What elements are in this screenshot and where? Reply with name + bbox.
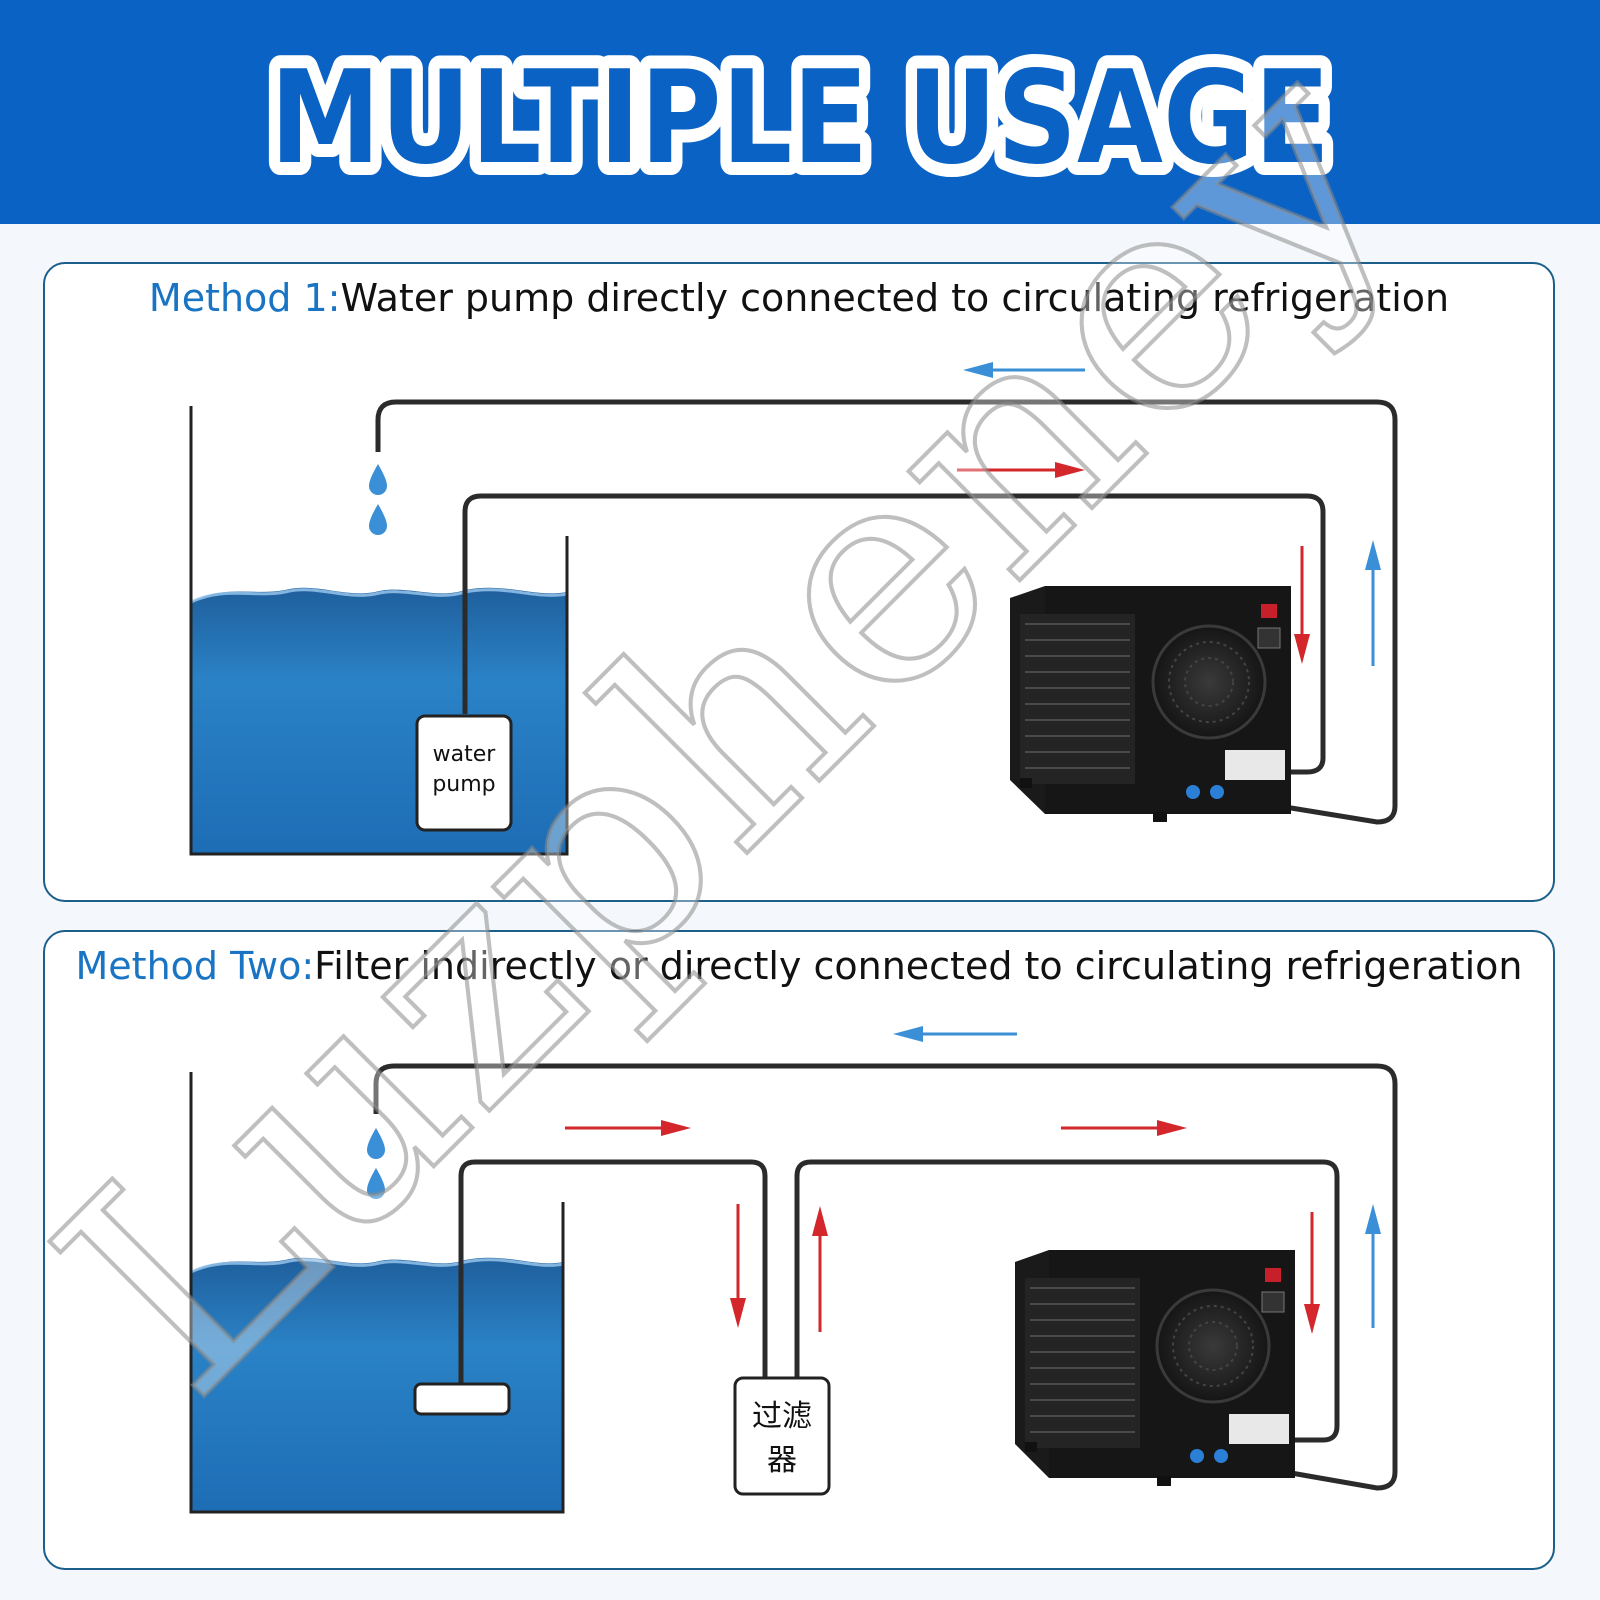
method-two-label: Method Two: — [75, 944, 315, 988]
cold-flow-arrow-left — [963, 362, 1085, 378]
water-drop-icon — [369, 504, 387, 535]
banner-title-outline: MULTIPLE USAGE — [270, 44, 1330, 193]
power-switch-icon — [1265, 1268, 1281, 1282]
water-drop-icon — [367, 1128, 385, 1159]
method-two-diagram: 过滤 器 — [189, 1026, 1398, 1514]
method-two-panel: Method Two:Filter indirectly or directly… — [43, 930, 1555, 1570]
return-pipe — [373, 1063, 1398, 1491]
banner-title: MULTIPLE USAGE — [270, 44, 1330, 193]
warm-flow-arrow-right — [1061, 1120, 1187, 1136]
chiller-unit — [1015, 1250, 1295, 1486]
water-surface-foam — [190, 588, 568, 604]
warm-flow-arrow-down — [1304, 1212, 1320, 1334]
method-1-description: Water pump directly connected to circula… — [340, 276, 1450, 320]
rating-label — [1229, 1414, 1289, 1444]
warm-flow-arrow-up — [812, 1206, 828, 1332]
method-1-label: Method 1: — [148, 276, 341, 320]
outlet-port-icon — [1210, 785, 1224, 799]
return-pipe — [375, 399, 1398, 825]
rating-label — [1225, 750, 1285, 780]
warm-flow-arrow-down — [730, 1204, 746, 1328]
cold-flow-arrow-up — [1365, 1204, 1381, 1328]
filter-to-chiller-pipe — [794, 1159, 1340, 1443]
power-socket-icon — [1261, 1291, 1285, 1313]
outlet-port-icon — [1214, 1449, 1228, 1463]
tank-walls — [189, 1072, 565, 1514]
pump-to-filter-pipe — [458, 1159, 768, 1384]
water-tank — [189, 1072, 565, 1514]
pump-label-line1: water — [433, 742, 497, 767]
water-pump: water pump — [415, 714, 513, 832]
filter-label-line1: 过滤 — [752, 1399, 812, 1434]
banner-graphic: MULTIPLE USAGE MULTIPLE USAGE — [257, 31, 1343, 206]
tank-walls — [189, 406, 569, 856]
water-surface-foam — [190, 1258, 564, 1274]
supply-pipe — [462, 493, 1326, 775]
method-two-heading: Method Two:Filter indirectly or directly… — [45, 944, 1553, 988]
title-banner: MULTIPLE USAGE MULTIPLE USAGE — [0, 0, 1600, 224]
water-drop-icon — [367, 1168, 385, 1199]
inlet-port-icon — [1190, 1449, 1204, 1463]
inlet-port-icon — [1186, 785, 1200, 799]
water-pump — [413, 1382, 511, 1416]
filter-box: 过滤 器 — [733, 1376, 831, 1496]
chiller-unit — [1010, 586, 1291, 822]
water-drop-icon — [369, 464, 387, 495]
warm-flow-arrow-right — [565, 1120, 691, 1136]
filter-label-line2: 器 — [767, 1443, 797, 1478]
warm-flow-arrow-right — [957, 462, 1085, 478]
cold-flow-arrow-left — [893, 1026, 1017, 1042]
power-switch-icon — [1261, 604, 1277, 618]
method-1-diagram: water pump — [189, 362, 1398, 856]
pump-label-line2: pump — [432, 772, 495, 797]
cold-flow-arrow-up — [1365, 540, 1381, 666]
method-1-heading: Method 1:Water pump directly connected t… — [45, 276, 1553, 320]
tank-water — [191, 1257, 563, 1512]
method-two-description: Filter indirectly or directly connected … — [314, 944, 1523, 988]
warm-flow-arrow-down — [1294, 546, 1310, 664]
method-1-panel: Method 1:Water pump directly connected t… — [43, 262, 1555, 902]
power-socket-icon — [1257, 627, 1281, 649]
